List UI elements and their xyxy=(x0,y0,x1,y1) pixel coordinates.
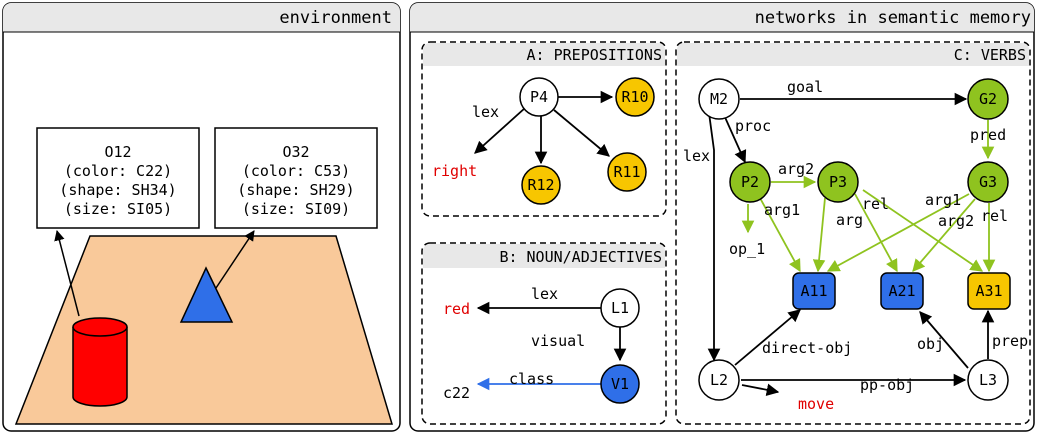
node-m2-label: M2 xyxy=(710,90,728,108)
verbs-goal-label: goal xyxy=(787,78,823,96)
verbs-title: C: VERBS xyxy=(954,46,1026,64)
node-g2-label: G2 xyxy=(979,90,997,108)
o32-pointer-arrow xyxy=(215,230,255,289)
node-v1 xyxy=(600,364,640,404)
prepositions-subpanel: A: PREPOSITIONS lex right P4 R10 R11 R12 xyxy=(421,41,667,217)
node-r12 xyxy=(521,165,561,205)
environment-panel: environment O12 (color: C22) (shape: SH3… xyxy=(2,2,401,432)
object-o32-box: O32 (color: C53) (shape: SH29) (size: SI… xyxy=(214,127,378,229)
o12-id: O12 xyxy=(104,143,131,161)
verbs-arg1-label-b: arg1 xyxy=(925,191,961,209)
node-p3-label: P3 xyxy=(829,173,847,191)
verbs-pred-label: pred xyxy=(970,126,1006,144)
node-p4-label: P4 xyxy=(530,88,548,106)
node-g3-label: G3 xyxy=(979,173,997,191)
verbs-pp-obj-label: pp-obj xyxy=(860,376,914,394)
node-l3-label: L3 xyxy=(979,371,997,389)
verbs-direct-obj-label: direct-obj xyxy=(762,339,852,357)
o32-id: O32 xyxy=(282,143,309,161)
node-a21 xyxy=(880,272,924,310)
noun-adjectives-title: B: NOUN/ADJECTIVES xyxy=(499,248,662,266)
noun-word-red: red xyxy=(443,300,470,318)
noun-c22: c22 xyxy=(443,384,470,402)
node-g2 xyxy=(967,78,1009,120)
verbs-op1-label: op_1 xyxy=(729,240,765,258)
node-r10-label: R10 xyxy=(621,88,648,106)
object-o12-box: O12 (color: C22) (shape: SH34) (size: SI… xyxy=(36,127,200,229)
verbs-subpanel: C: VERBS goal proc lex pred arg2 arg1 op… xyxy=(675,41,1031,425)
node-a11 xyxy=(792,272,836,310)
semantic-memory-title: networks in semantic memory xyxy=(755,8,1031,28)
verbs-obj-label: obj xyxy=(917,335,944,353)
verbs-arg2-label-a: arg2 xyxy=(778,160,814,178)
o32-color: (color: C53) xyxy=(242,162,350,180)
node-v1-label: V1 xyxy=(611,375,629,393)
node-l3 xyxy=(967,359,1009,401)
node-r11-label: R11 xyxy=(613,163,640,181)
verbs-rel-label-a: rel xyxy=(862,195,889,213)
o12-shape: (shape: SH34) xyxy=(59,181,176,199)
verbs-arg1-label-a: arg1 xyxy=(764,201,800,219)
o12-size: (size: SI05) xyxy=(64,200,172,218)
node-r10 xyxy=(615,77,655,117)
verbs-arg2-label-b: arg2 xyxy=(938,212,974,230)
node-a31 xyxy=(967,272,1011,310)
node-l2-label: L2 xyxy=(710,371,728,389)
verbs-rel-label-b: rel xyxy=(981,207,1008,225)
red-cylinder xyxy=(72,317,128,407)
verbs-word-move: move xyxy=(798,395,834,413)
prep-lex-label: lex xyxy=(472,103,499,121)
node-r11 xyxy=(607,152,647,192)
o12-pointer-arrow xyxy=(54,229,80,317)
verbs-proc-label: proc xyxy=(735,117,771,135)
node-l2 xyxy=(698,359,740,401)
node-a11-label: A11 xyxy=(800,282,827,300)
o32-shape: (shape: SH29) xyxy=(237,181,354,199)
noun-adjectives-subpanel: B: NOUN/ADJECTIVES lex visual class red … xyxy=(421,242,667,425)
node-r12-label: R12 xyxy=(527,176,554,194)
node-p2 xyxy=(729,161,771,203)
node-p3 xyxy=(817,161,859,203)
noun-class-label: class xyxy=(509,370,554,388)
verbs-arg-label: arg xyxy=(836,211,863,229)
verbs-prep-label: prep xyxy=(992,332,1028,350)
noun-visual-label: visual xyxy=(531,332,585,350)
o12-color: (color: C22) xyxy=(64,162,172,180)
node-l1 xyxy=(600,288,640,328)
node-a21-label: A21 xyxy=(888,282,915,300)
node-m2 xyxy=(698,78,740,120)
o32-size: (size: SI09) xyxy=(242,200,350,218)
noun-lex-label: lex xyxy=(531,285,558,303)
prepositions-title: A: PREPOSITIONS xyxy=(527,46,662,64)
prep-word-right: right xyxy=(432,162,477,180)
verbs-lex-label: lex xyxy=(683,147,710,165)
node-a31-label: A31 xyxy=(975,282,1002,300)
blue-triangle xyxy=(179,266,234,323)
node-l1-label: L1 xyxy=(611,299,629,317)
node-p2-label: P2 xyxy=(741,173,759,191)
node-g3 xyxy=(967,161,1009,203)
node-p4 xyxy=(519,77,559,117)
environment-title: environment xyxy=(279,8,392,28)
